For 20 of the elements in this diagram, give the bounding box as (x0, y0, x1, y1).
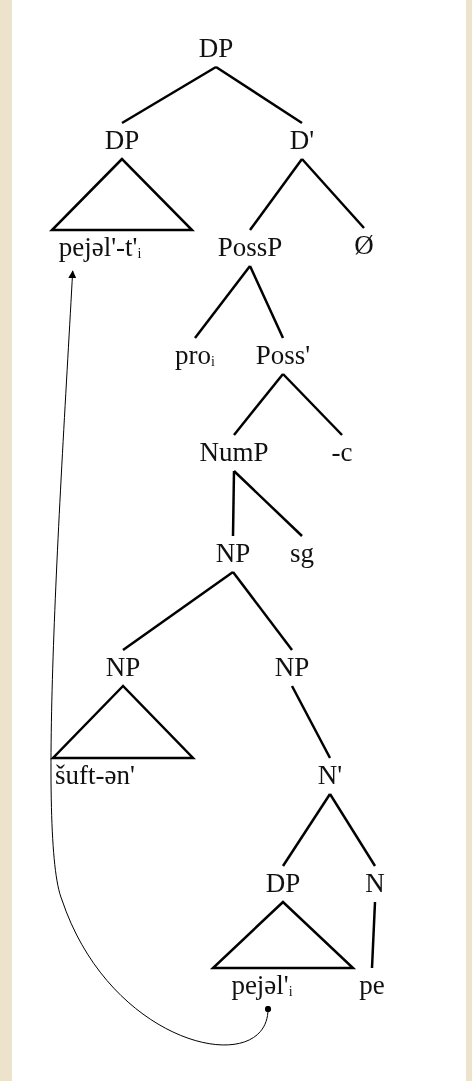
movement-arrow (50, 270, 272, 1046)
tree-branch (122, 571, 234, 651)
tree-branch (249, 158, 303, 231)
tree-branch (121, 65, 217, 125)
tree-branch (282, 373, 343, 436)
tree-branch (233, 373, 284, 436)
tree-branch (281, 793, 332, 867)
tree-branch (290, 685, 332, 759)
triangle-branch (49, 157, 195, 232)
triangle-branch (50, 684, 196, 760)
tree-branch (301, 158, 365, 229)
tree-branch (215, 65, 303, 125)
tree-branch (231, 470, 236, 537)
tree-branch (232, 571, 293, 651)
tree-branch (328, 793, 377, 867)
tree-branch (370, 901, 377, 969)
tree-branch (248, 265, 285, 339)
tree-branch (194, 265, 251, 339)
triangle-branch (209, 900, 357, 970)
tree-branch (233, 470, 303, 537)
